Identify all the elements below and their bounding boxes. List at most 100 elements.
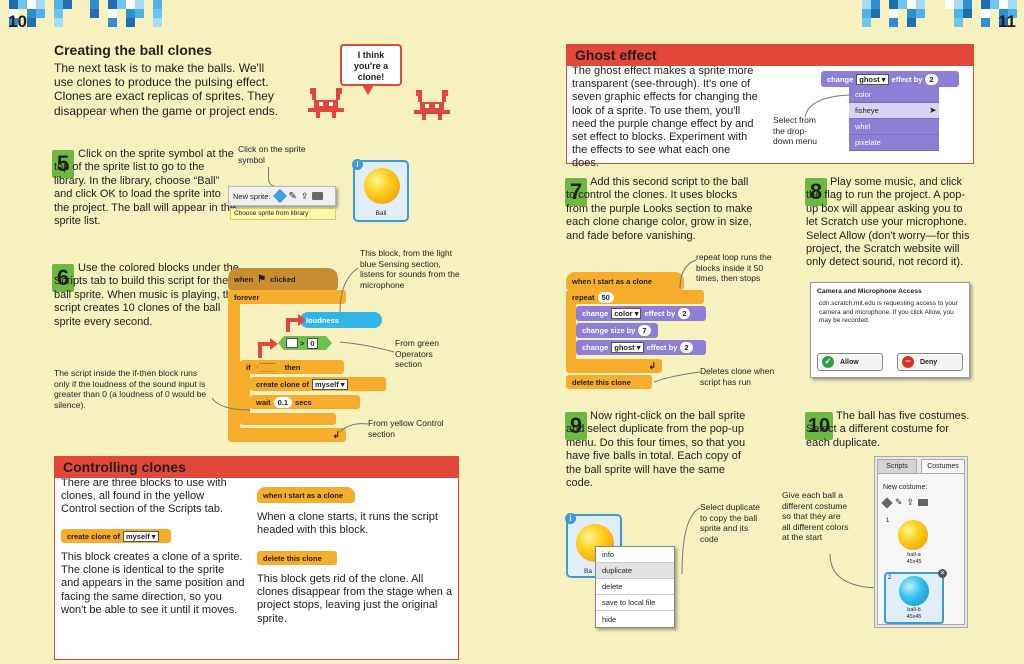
ifthen-callout: The script inside the if-then block runs… [54, 368, 207, 410]
section-heading-ball-clones: Creating the ball clones [54, 42, 212, 58]
create-clone-example-block: create clone of myself ▾ [61, 529, 171, 543]
allow-button[interactable]: ✓ Allow [817, 353, 883, 371]
costume-1-size: 45x45 [906, 559, 922, 565]
tab-costumes[interactable]: Costumes [921, 459, 965, 473]
callout-leaders [211, 267, 395, 433]
color-dropdown[interactable]: color ▾ [611, 308, 642, 319]
menu-hide[interactable]: hide [602, 614, 617, 624]
loudness-label: loudness [306, 315, 339, 325]
crab-icon-2 [414, 90, 450, 120]
when-start-clone-label: when I start as a clone [572, 276, 653, 286]
new-costume-icons: ✎ ⇪ [881, 496, 929, 509]
menu-save-to-local-file[interactable]: save to local file [596, 595, 674, 611]
effect-dropdown-menu: color fisheye whirl pixelate [849, 87, 939, 151]
menu-delete[interactable]: delete [596, 579, 674, 595]
costumes-panel: Scripts Costumes New costume: ✎ ⇪ 1 ball… [874, 456, 968, 628]
ghost-value[interactable]: 2 [925, 73, 938, 85]
mic-dialog-text: cdn.scratch.mit.edu is requesting access… [819, 300, 958, 324]
red-arrow-icon [286, 314, 306, 332]
ball-sprite-label: Ba [584, 568, 592, 575]
pixel-decoration-left [0, 0, 72, 27]
speech-bubble-tail [362, 85, 374, 95]
deny-button[interactable]: − Deny [897, 353, 963, 371]
menu-info[interactable]: info [596, 547, 674, 563]
control-callout: From yellow Control section [368, 418, 444, 439]
new-costume-label: New costume: [883, 484, 928, 491]
library-tooltip: Choose sprite from library [230, 208, 336, 220]
operators-callout: From green Operators section [395, 338, 439, 369]
color-effect-value[interactable]: 2 [678, 308, 691, 319]
when-start-clone-desc: When a clone starts, it runs the script … [257, 511, 438, 537]
create-clone-desc: This block creates a clone of a sprite. … [61, 551, 245, 616]
library-costume-icon[interactable] [881, 496, 893, 509]
wait-value[interactable]: 0.1 [273, 396, 293, 408]
change-size-label: change size by [582, 326, 636, 335]
change-size-value[interactable]: 7 [638, 325, 651, 336]
info-icon[interactable]: i [352, 159, 363, 170]
ghost-dropdown[interactable]: ghost ▾ [856, 73, 889, 85]
pixel-decoration-left-2 [90, 0, 162, 27]
forever-arm [228, 303, 240, 431]
ghost-effect-text: The ghost effect makes a sprite more tra… [572, 65, 758, 170]
step-7-leaders [653, 259, 700, 383]
step-9-number: 9 [565, 412, 587, 440]
step-8-number: 8 [805, 178, 827, 206]
if-bottom [240, 413, 336, 425]
library-sprite-icon[interactable] [272, 188, 287, 204]
upload-costume-icon[interactable]: ⇪ [906, 497, 915, 507]
red-arrow-icon-2 [258, 338, 278, 358]
controlling-intro: There are three blocks to use with clone… [61, 477, 227, 516]
loop-arrow-icon: ↲ [332, 429, 340, 440]
when-start-clone-block: when I start as a clone [566, 272, 684, 290]
paint-brush-icon[interactable]: ✎ [288, 190, 297, 202]
loudness-block: loudness [300, 312, 382, 328]
ghost-effect-by-label: effect by [891, 74, 923, 84]
costume-leader [829, 553, 883, 589]
when-label: when [234, 274, 254, 284]
upload-icon[interactable]: ⇪ [300, 190, 309, 201]
costume-item-1[interactable]: 1 ball-a 45x45 [886, 518, 942, 568]
change-ghost-block: change ghost ▾ effect by 2 [576, 340, 706, 355]
when-start-clone-example-block: when I start as a clone [257, 487, 355, 503]
forever-block: forever [228, 290, 346, 304]
pixel-decoration-right [862, 0, 934, 27]
ball-sprite-image [364, 168, 400, 204]
gt-label: > [300, 338, 305, 348]
delete-this-clone-label: delete this clone [572, 377, 631, 387]
greater-than-block: > 0 [278, 336, 332, 350]
paint-costume-icon[interactable]: ✎ [895, 497, 903, 507]
step-9-text: Now right-click on the ball sprite and s… [566, 410, 746, 490]
ghost-effect-dropdown[interactable]: ghost ▾ [611, 342, 644, 353]
ghost-effect-value[interactable]: 2 [680, 342, 693, 353]
info-icon-2[interactable]: i [565, 513, 576, 524]
page-number-right: 11 [998, 12, 1016, 31]
change-ghost-effect-block: change ghost ▾ effect by 2 [821, 71, 959, 87]
if-arm [240, 373, 250, 415]
step-5-number: 5 [52, 150, 74, 178]
repeat-arrow-icon: ↲ [648, 360, 656, 371]
menu-duplicate[interactable]: duplicate [596, 563, 674, 579]
ball-sprite-tile[interactable]: Ball [353, 160, 409, 222]
tab-scripts[interactable]: Scripts [877, 459, 917, 473]
costume-item-2[interactable]: 2 ball-b 45x45 × [884, 569, 947, 624]
step-5-leader [268, 167, 284, 187]
change-color-label: change [582, 309, 609, 318]
crab-icon [308, 88, 344, 118]
close-icon[interactable]: × [938, 569, 947, 578]
ghost-change-label: change [827, 74, 854, 84]
effect-option-whirl[interactable]: whirl [849, 119, 939, 135]
ghost-effect-heading: Ghost effect [567, 45, 973, 66]
delete-this-clone-block: delete this clone [566, 375, 652, 389]
effect-option-color[interactable]: color [849, 87, 939, 103]
camera-costume-icon[interactable] [918, 499, 929, 506]
delete-callout: Deletes clone when script has run [700, 366, 775, 387]
pixel-decoration-right-2 [945, 0, 1017, 27]
forever-label: forever [234, 292, 260, 302]
camera-icon[interactable] [312, 192, 324, 200]
costume-2-image [899, 576, 929, 606]
green-flag-icon: ⚑ [257, 273, 267, 285]
repeat-value[interactable]: 50 [597, 291, 614, 303]
effect-option-fisheye[interactable]: fisheye [849, 103, 939, 119]
effect-option-pixelate[interactable]: pixelate [849, 135, 939, 151]
myself-dropdown[interactable]: myself ▾ [311, 378, 348, 390]
